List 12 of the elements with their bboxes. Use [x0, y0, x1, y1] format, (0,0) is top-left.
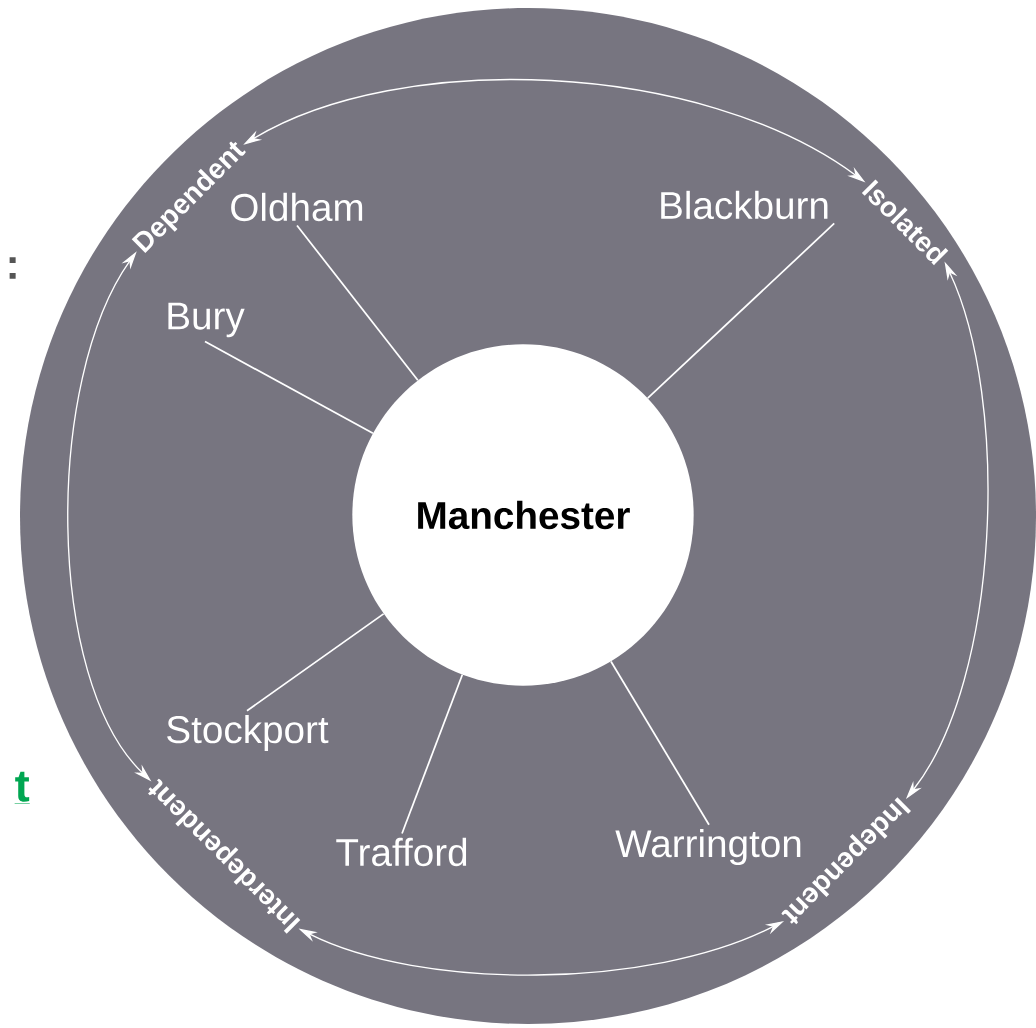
connector-line	[610, 660, 710, 826]
connector-line	[401, 673, 464, 835]
link-text: t	[14, 771, 30, 804]
connector-line	[296, 224, 419, 382]
town-label: Bury	[168, 302, 245, 338]
town-label: Stockport	[167, 714, 329, 751]
town-label: Trafford	[336, 837, 467, 867]
connector-line	[246, 613, 385, 712]
connector-line	[204, 340, 374, 435]
connector-line	[646, 222, 836, 399]
town-label: Blackburn	[661, 190, 828, 220]
colon: :	[9, 257, 16, 279]
